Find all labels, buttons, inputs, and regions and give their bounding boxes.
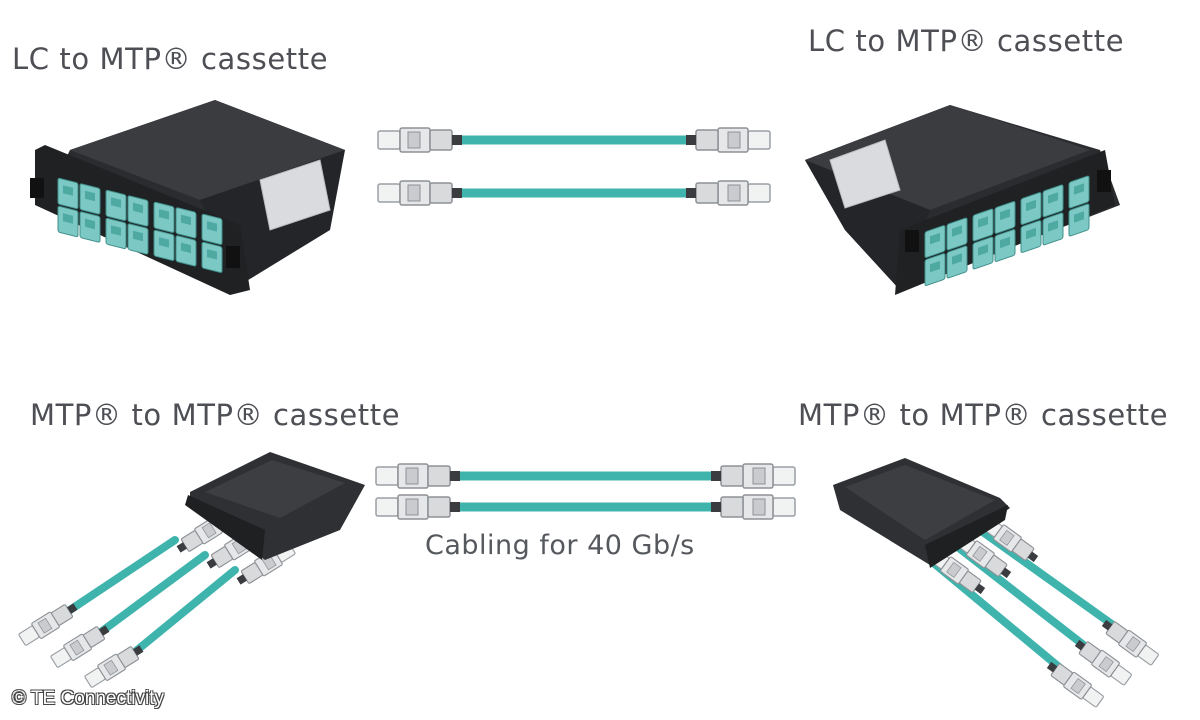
label-bottom-left: MTP® to MTP® cassette xyxy=(30,398,401,432)
mtp-connector xyxy=(375,463,461,489)
mtp-connector xyxy=(710,463,796,489)
caption-cabling: Cabling for 40 Gb/s xyxy=(425,530,695,561)
copyright-notice: © TE Connectivity xyxy=(12,688,164,709)
lc-cassette-right xyxy=(805,105,1120,295)
mtp-connector xyxy=(685,180,771,206)
mtp-connector xyxy=(710,494,796,520)
label-top-right: LC to MTP® cassette xyxy=(808,24,1125,58)
mtp-connector xyxy=(685,127,771,153)
lc-cassette-left xyxy=(30,100,345,295)
mtp-cassette-left xyxy=(16,452,365,691)
top-trunk-cable-1 xyxy=(377,127,771,153)
mtp-cassette-right xyxy=(833,458,1161,710)
top-trunk-cable-2 xyxy=(377,180,771,206)
mtp-connector xyxy=(375,494,461,520)
mtp-connector xyxy=(377,180,463,206)
label-bottom-right: MTP® to MTP® cassette xyxy=(798,398,1169,432)
label-top-left: LC to MTP® cassette xyxy=(12,42,329,76)
mtp-connector xyxy=(377,127,463,153)
bottom-trunk-cable-2 xyxy=(375,494,796,520)
bottom-trunk-cable-1 xyxy=(375,463,796,489)
